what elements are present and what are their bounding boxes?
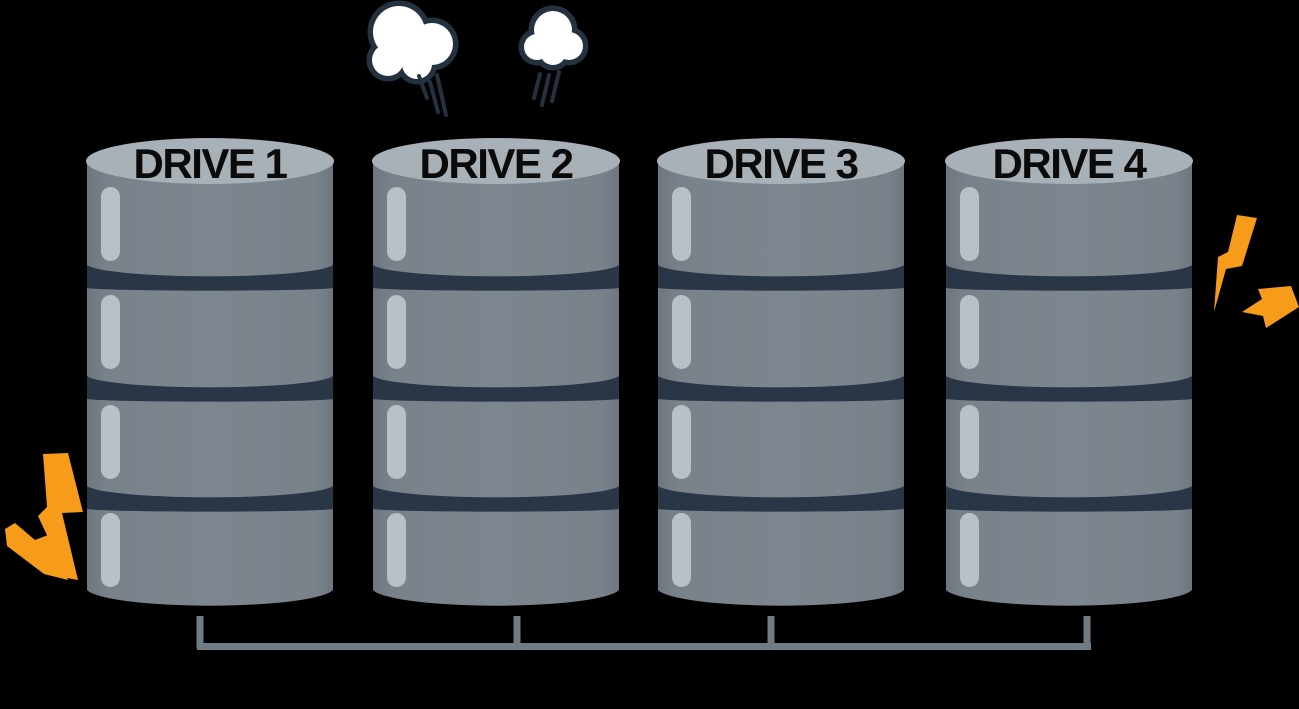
bus-connector-bracket	[196, 616, 1091, 650]
lightning-bolt-large	[38, 453, 83, 580]
lightning-icon-left	[5, 453, 83, 580]
smoke-puff-small	[518, 5, 589, 107]
smoke-icon	[366, 0, 589, 117]
drive-label-2: DRIVE 2	[420, 140, 573, 187]
drive-cylinder-2	[372, 138, 620, 606]
lightning-bolt-large	[1214, 215, 1257, 312]
lightning-bolt-small	[1242, 286, 1299, 328]
drive-cylinder-1	[86, 138, 334, 606]
lightning-bolt-small	[5, 523, 68, 580]
drive-cylinder-3	[657, 138, 905, 606]
smoke-puff-large	[366, 0, 459, 117]
drive-cylinder-4	[945, 138, 1193, 606]
drive-label-3: DRIVE 3	[705, 140, 858, 187]
drive-label-1: DRIVE 1	[134, 140, 288, 187]
drive-label-4: DRIVE 4	[993, 140, 1148, 187]
lightning-icon-right	[1214, 215, 1299, 328]
